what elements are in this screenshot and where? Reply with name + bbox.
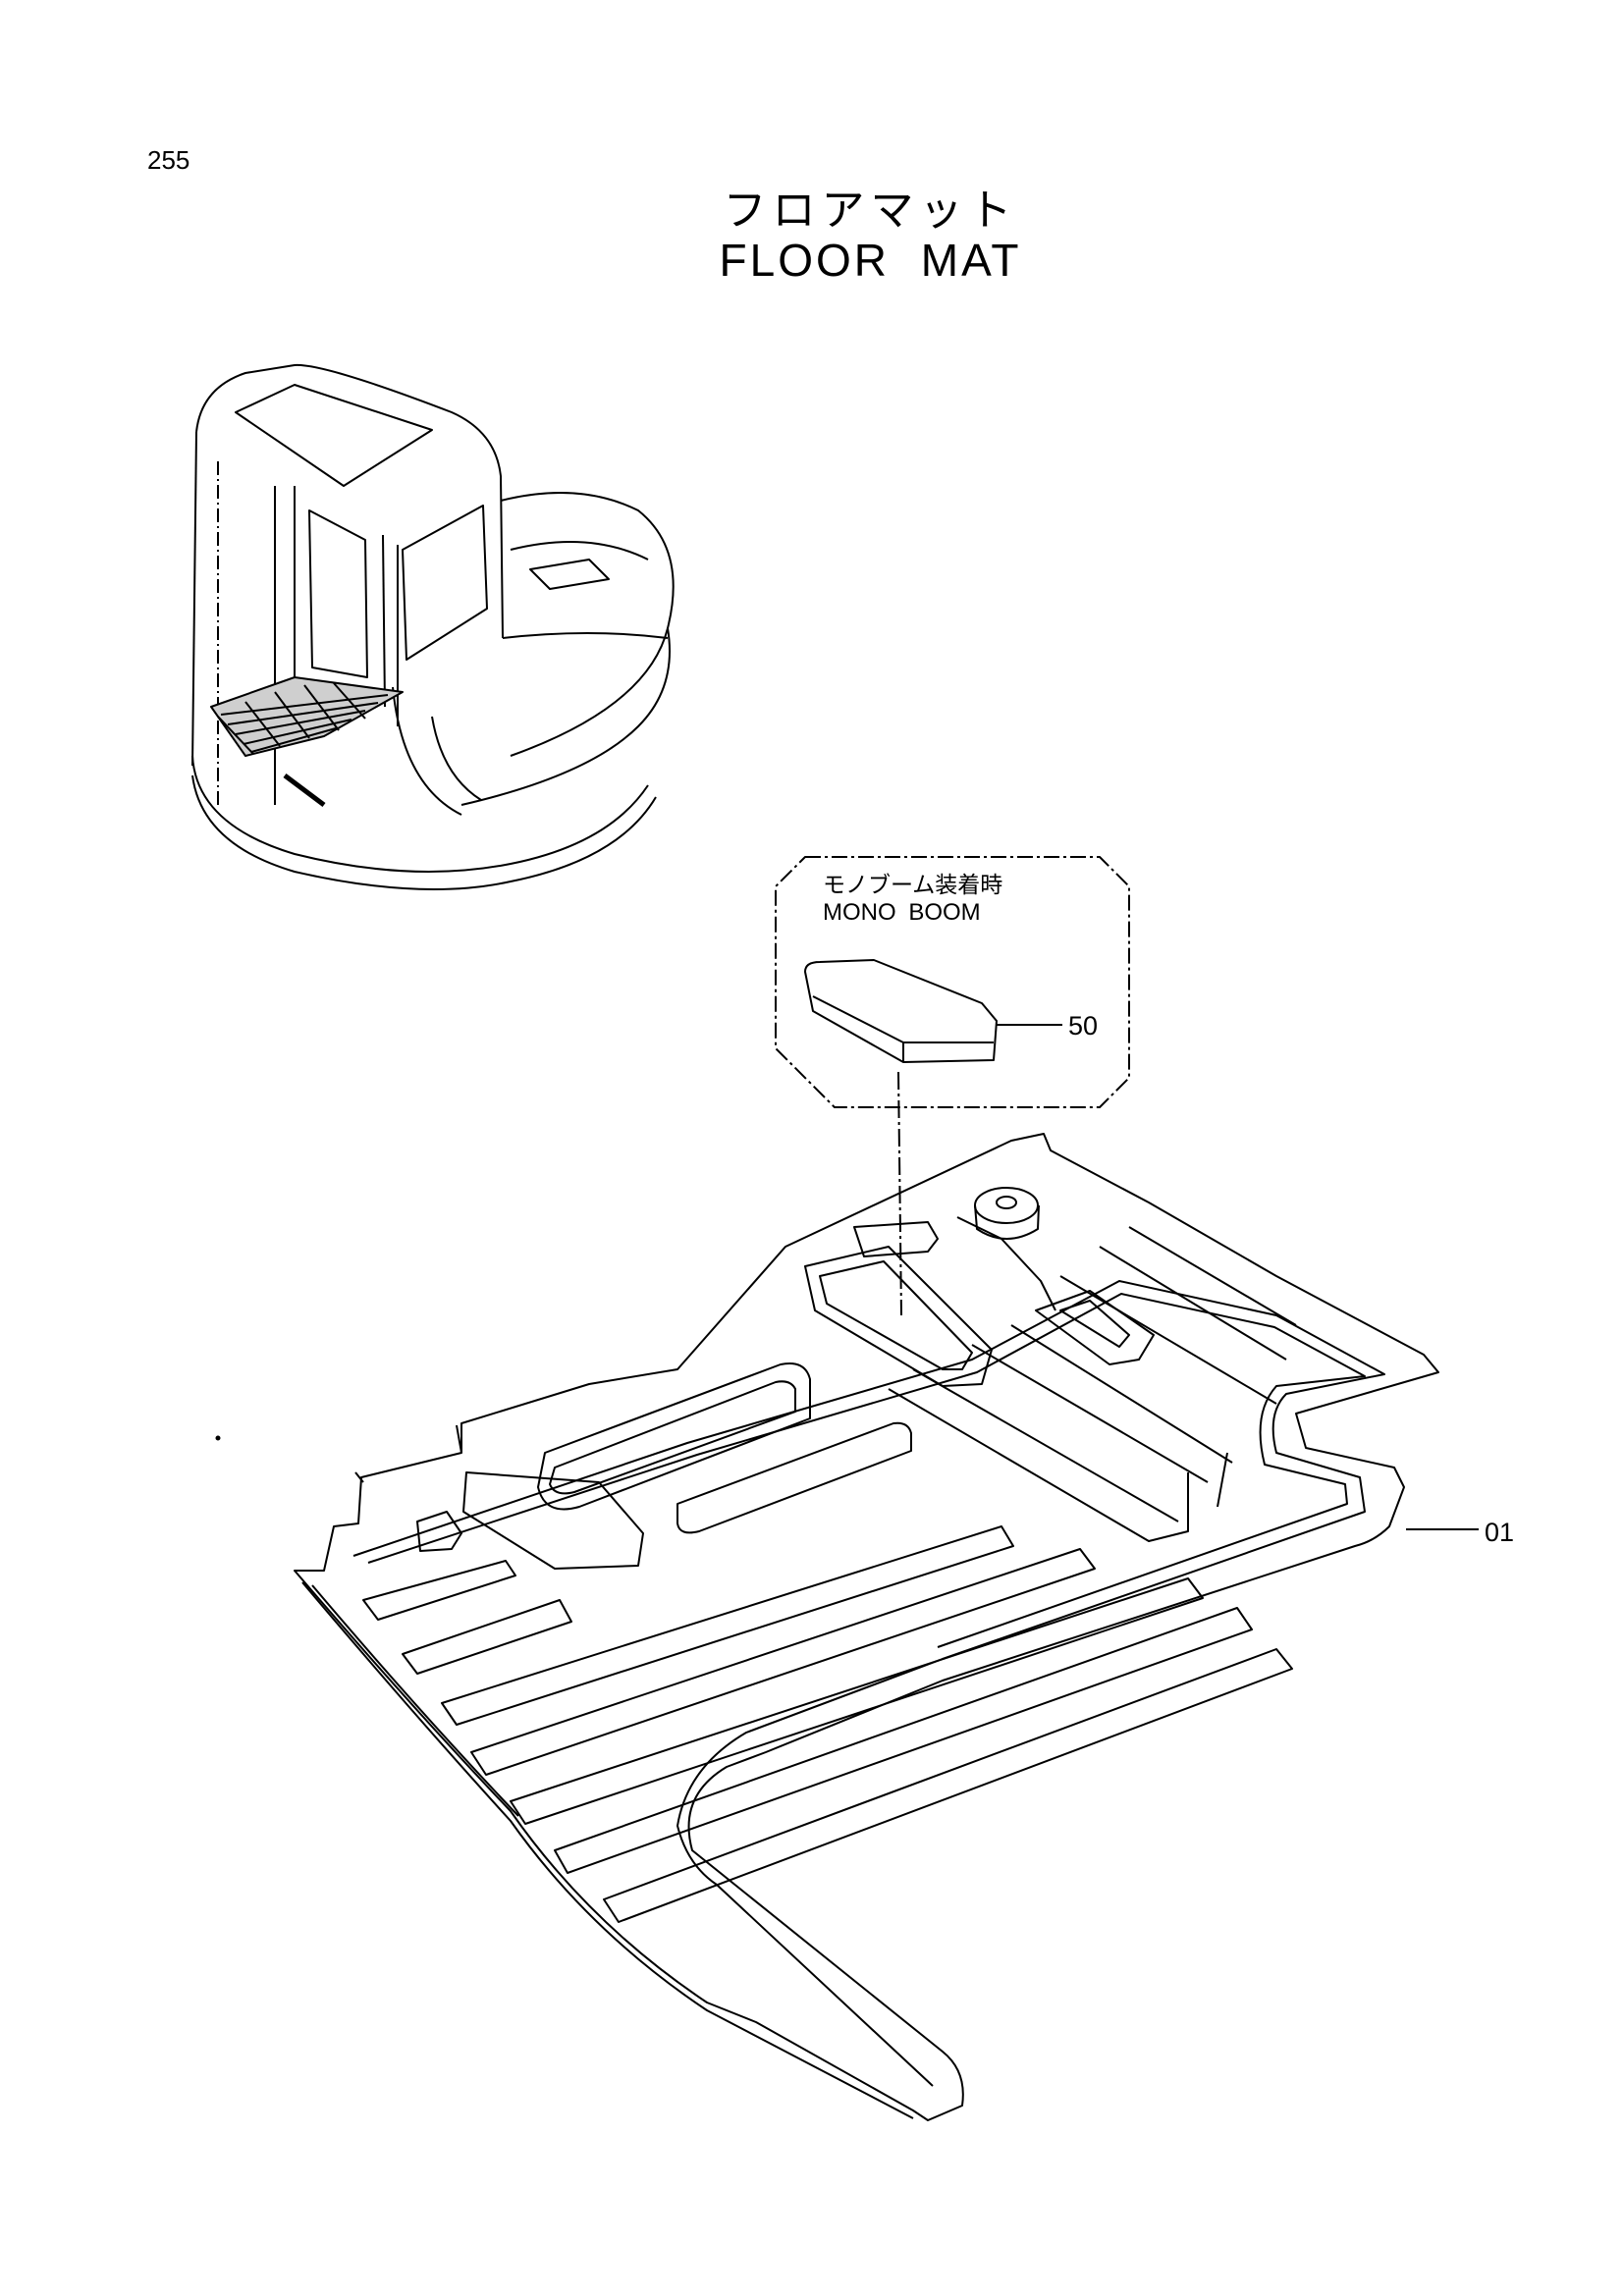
- inset-caption-japanese: モノブーム装着時: [823, 873, 1003, 898]
- part-50-pad: [804, 959, 998, 1063]
- mono-boom-inset: [775, 856, 1130, 1108]
- inset-caption-english: MONO BOOM: [823, 899, 981, 926]
- page-title-english: FLOOR MAT: [719, 235, 1022, 286]
- excavator-overview-illustration: [191, 363, 675, 890]
- callout-label-01: 01: [1485, 1518, 1515, 1547]
- stray-dot: [215, 1435, 221, 1441]
- floor-mat-01: [294, 1133, 1439, 2121]
- page-title-japanese: フロアマット: [723, 186, 1018, 236]
- callout-label-50: 50: [1068, 1011, 1099, 1041]
- page-number: 255: [147, 145, 190, 175]
